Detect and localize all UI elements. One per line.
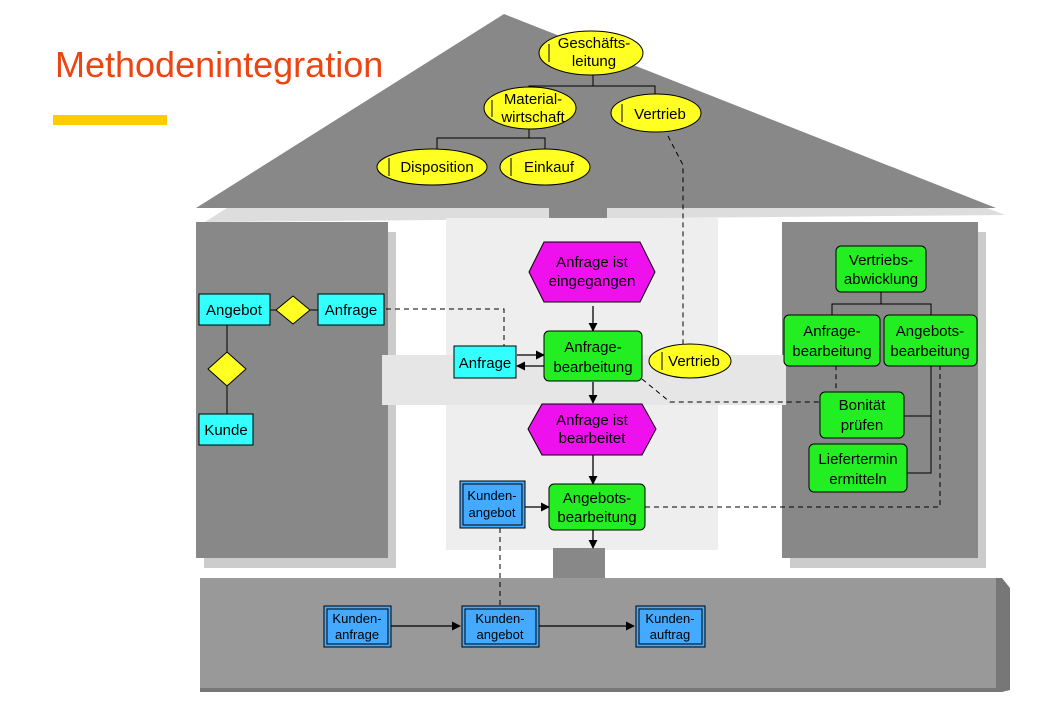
- org-chart: [436, 74, 656, 150]
- object-label: Kunden-: [467, 488, 516, 503]
- slide-title: Methodenintegration: [55, 44, 384, 85]
- house-structure: [196, 14, 1010, 692]
- entity-label: Anfrage: [459, 355, 512, 372]
- object-label: Kunden-: [475, 611, 524, 626]
- entity-label: Kunde: [204, 422, 247, 439]
- entity-anfrage[interactable]: Anfrage: [317, 293, 385, 326]
- title-accent-bar: [53, 115, 167, 125]
- org-unit-label: Einkauf: [524, 159, 575, 176]
- business-object-kundenangebot-base[interactable]: Kunden- angebot: [461, 605, 540, 648]
- function-label: bearbeitung: [557, 509, 636, 526]
- org-unit-geschaeftsleitung[interactable]: Geschäfts- leitung: [538, 30, 644, 76]
- entity-kunde[interactable]: Kunde: [198, 413, 254, 446]
- function-label: Anfrage-: [803, 323, 861, 340]
- center-column-top: [549, 190, 607, 220]
- event-label: Anfrage ist: [556, 412, 629, 429]
- function-label: ermitteln: [829, 471, 887, 488]
- entity-anfrage-input[interactable]: Anfrage: [453, 345, 517, 379]
- object-label: Kunden-: [332, 611, 381, 626]
- entity-label: Angebot: [206, 302, 263, 319]
- function-label: bearbeitung: [553, 359, 632, 376]
- function-label: Liefertermin: [818, 451, 897, 468]
- function-angebots-bearbeitung-tree[interactable]: Angebots- bearbeitung: [883, 314, 978, 367]
- org-unit-einkauf[interactable]: Einkauf: [499, 148, 591, 186]
- object-label: angebot: [477, 627, 524, 642]
- business-object-kundenauftrag[interactable]: Kunden- auftrag: [635, 605, 706, 648]
- relationship-diamond[interactable]: [207, 351, 247, 387]
- entity-label: Anfrage: [325, 302, 378, 319]
- org-unit-label: Material-: [504, 91, 562, 108]
- org-unit-label: leitung: [572, 53, 616, 70]
- org-unit-vertrieb[interactable]: Vertrieb: [610, 93, 702, 133]
- business-object-kundenangebot[interactable]: Kunden- angebot: [459, 480, 526, 529]
- data-model: [226, 309, 318, 414]
- org-unit-materialwirtschaft[interactable]: Material- wirtschaft: [483, 86, 577, 130]
- function-vertriebsabwicklung[interactable]: Vertriebs- abwicklung: [835, 245, 927, 293]
- function-label: Bonität: [839, 397, 887, 414]
- function-label: Angebots-: [896, 323, 964, 340]
- object-label: angebot: [469, 505, 516, 520]
- function-liefertermin-ermitteln[interactable]: Liefertermin ermitteln: [808, 443, 908, 493]
- org-unit-vertrieb-process[interactable]: Vertrieb: [648, 343, 732, 379]
- event-label: Anfrage ist: [556, 254, 629, 271]
- function-label: Vertriebs-: [849, 252, 913, 269]
- function-label: Angebots-: [563, 490, 631, 507]
- org-unit-label: Vertrieb: [634, 106, 686, 123]
- function-bonitaet-pruefen[interactable]: Bonität prüfen: [819, 391, 905, 439]
- org-unit-label: Disposition: [400, 159, 473, 176]
- function-label: abwicklung: [844, 271, 918, 288]
- object-label: Kunden-: [645, 611, 694, 626]
- function-anfrage-bearbeitung-tree[interactable]: Anfrage- bearbeitung: [783, 314, 881, 367]
- business-object-kundenanfrage[interactable]: Kunden- anfrage: [323, 605, 392, 648]
- function-anfrage-bearbeitung[interactable]: Anfrage- bearbeitung: [543, 330, 643, 382]
- function-label: bearbeitung: [792, 343, 871, 360]
- org-unit-label: Geschäfts-: [558, 35, 631, 52]
- left-wing: [196, 222, 388, 558]
- function-label: bearbeitung: [890, 343, 969, 360]
- function-angebots-bearbeitung[interactable]: Angebots- bearbeitung: [548, 483, 646, 531]
- org-unit-disposition[interactable]: Disposition: [376, 148, 488, 186]
- center-column-bottom: [553, 548, 605, 580]
- base: [200, 578, 996, 688]
- event-label: bearbeitet: [559, 430, 627, 447]
- entity-angebot[interactable]: Angebot: [198, 293, 271, 326]
- org-unit-label: wirtschaft: [500, 109, 565, 126]
- event-label: eingegangen: [549, 273, 636, 290]
- object-label: anfrage: [335, 627, 379, 642]
- event-anfrage-bearbeitet[interactable]: Anfrage ist bearbeitet: [527, 403, 657, 456]
- relationship-diamond[interactable]: [275, 295, 311, 325]
- function-label: prüfen: [841, 417, 884, 434]
- object-label: auftrag: [650, 627, 690, 642]
- function-tree-connectors: [831, 292, 932, 474]
- org-unit-label: Vertrieb: [668, 353, 720, 370]
- event-anfrage-eingegangen[interactable]: Anfrage ist eingegangen: [528, 241, 656, 303]
- process-connectors: [516, 306, 598, 549]
- function-label: Anfrage-: [564, 339, 622, 356]
